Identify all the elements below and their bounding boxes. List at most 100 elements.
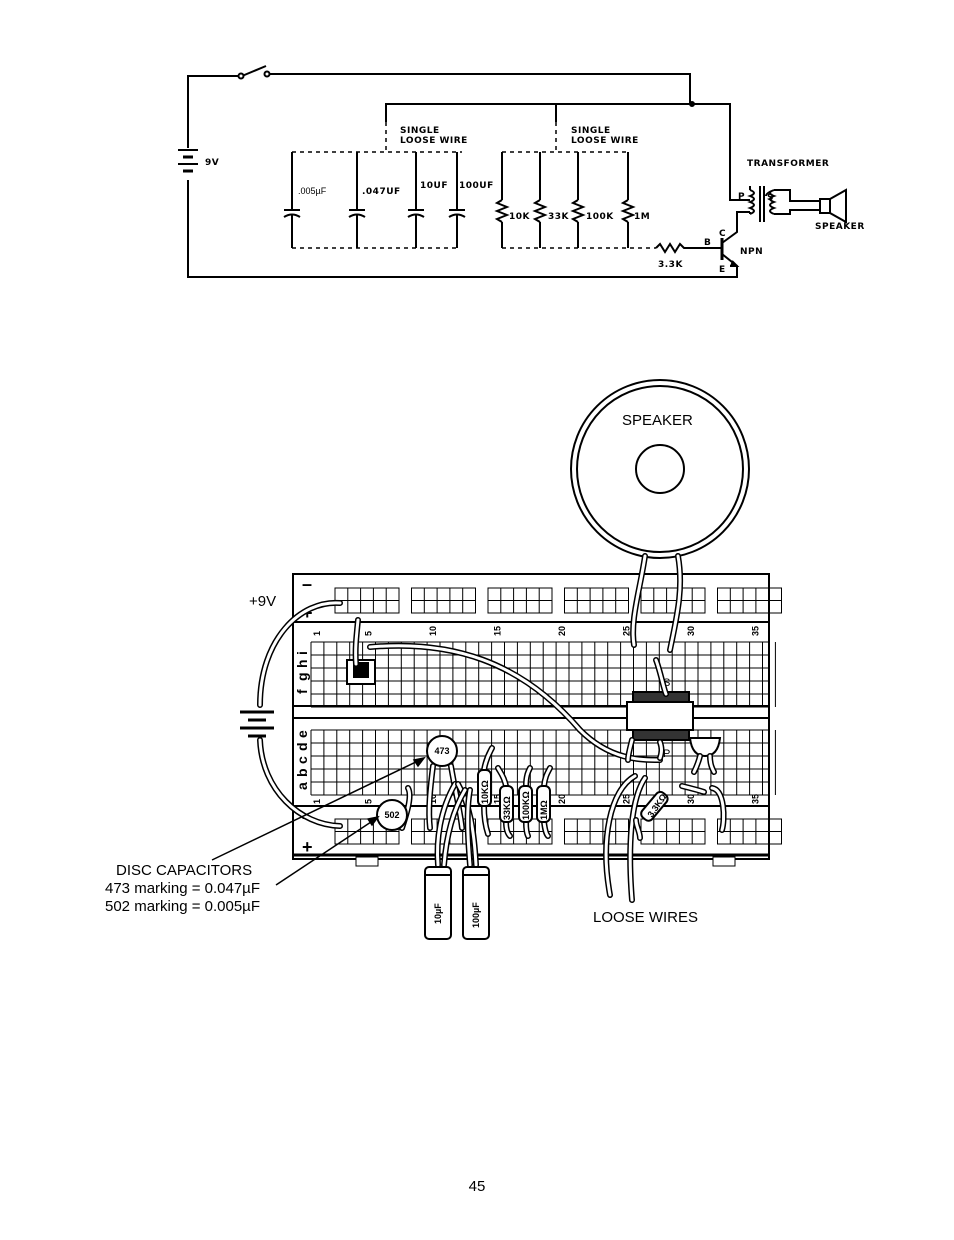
cap-005-label: .005µF	[298, 186, 327, 196]
base-resistor-symbol	[655, 242, 722, 254]
loose-wire-left-line1: SINGLE	[400, 126, 440, 136]
switch-contact-left	[237, 72, 245, 80]
transformer-primary-label: P	[738, 192, 745, 202]
column-number: 35	[751, 626, 761, 636]
resistor-drawings	[477, 769, 669, 823]
res-1m-board-label: 1MΩ	[539, 800, 549, 820]
pin-e-label: E	[719, 265, 726, 275]
res-33k-label: 33K	[548, 212, 570, 222]
switch-drawing	[346, 659, 376, 685]
column-number: 1	[312, 799, 322, 804]
speaker-schematic-label: SPEAKER	[815, 222, 865, 232]
loose-wire-right-line1: SINGLE	[571, 126, 611, 136]
row-letter: f	[294, 689, 310, 694]
disc-cap-502	[376, 799, 408, 831]
transformer-drawing	[626, 691, 694, 741]
npn-transistor-symbol	[720, 211, 750, 277]
battery-label: 9V	[205, 158, 219, 168]
loose-wire-left-line2: LOOSE WIRE	[400, 136, 468, 146]
plus9v-label: +9V	[249, 593, 276, 610]
disc-cap-473	[426, 735, 458, 767]
column-number: 15	[493, 626, 503, 636]
base-resistor-label: 3.3K	[658, 260, 683, 270]
disc-note-line2: 473 marking = 0.047µF	[105, 880, 260, 897]
electrolytic-drawings	[424, 866, 490, 940]
loose-wires-label: LOOSE WIRES	[593, 909, 698, 926]
cap-005	[283, 152, 301, 248]
transistor-drawing	[688, 737, 722, 758]
bottom-rail-plus-label: +	[302, 837, 313, 857]
row-letter: b	[294, 768, 310, 777]
res-100k	[570, 152, 586, 248]
page-number: 45	[468, 1178, 486, 1195]
row-letter: i	[294, 651, 310, 655]
row-letter: h	[294, 659, 310, 668]
pin-b-label: B	[704, 238, 711, 248]
row-letter: d	[294, 742, 310, 751]
disc-note-line1: DISC CAPACITORS	[116, 862, 252, 879]
column-number: 30	[686, 794, 696, 804]
speaker-drawing	[570, 379, 750, 559]
disc-cap-502-label: 502	[384, 810, 399, 820]
res-1m-label: 1M	[634, 212, 650, 222]
npn-label: NPN	[740, 247, 763, 257]
speaker-label: SPEAKER	[622, 412, 693, 429]
column-number: 5	[364, 799, 374, 804]
transformer-secondary-label: S	[767, 193, 774, 203]
column-number: 20	[557, 626, 567, 636]
transformer-p-label: P	[663, 748, 670, 760]
column-number: 25	[622, 794, 632, 804]
loose-wire-right-line2: LOOSE WIRE	[571, 136, 639, 146]
cap-047-label: .047UF	[362, 187, 401, 197]
res-100k-label: 100K	[586, 212, 614, 222]
pin-c-label: C	[719, 229, 726, 239]
schematic-labels: 9V SINGLE LOOSE WIRE SINGLE LOOSE WIRE .…	[205, 126, 865, 275]
switch-lever	[241, 65, 267, 77]
transformer-symbol	[747, 186, 820, 222]
res-33k-board-label: 33KΩ	[502, 796, 512, 820]
column-number: 10	[428, 794, 438, 804]
row-letter: a	[294, 782, 310, 790]
cap-10uf-board-label: 10µF	[433, 903, 443, 924]
cap-10uf-label: 10UF	[420, 181, 448, 191]
column-number: 30	[686, 626, 696, 636]
disc-cap-473-label: 473	[434, 746, 449, 756]
column-number: 5	[364, 631, 374, 636]
note-pointers	[211, 756, 426, 886]
wire-bottom	[187, 180, 738, 278]
res-10k-board-label: 10KΩ	[480, 780, 490, 804]
cap-047	[348, 152, 366, 248]
row-letter: e	[294, 730, 310, 738]
schematic	[178, 65, 847, 278]
switch-contact-right	[263, 70, 271, 78]
column-number: 20	[557, 794, 567, 804]
breadboard	[292, 573, 782, 867]
res-10k-label: 10K	[509, 212, 531, 222]
res-33k	[532, 152, 548, 248]
wire-top-left	[187, 75, 240, 148]
wire-top-right	[270, 73, 691, 104]
cap-100uf-label: 100UF	[459, 181, 494, 191]
cap-100uf-board-label: 100µF	[471, 902, 481, 928]
column-number: 1	[312, 631, 322, 636]
res-10k	[494, 152, 510, 248]
res-1m	[620, 152, 636, 248]
transformer-label: TRANSFORMER	[747, 159, 829, 169]
row-letter: c	[294, 756, 310, 764]
cap-100uf	[448, 152, 466, 248]
battery-symbol	[178, 149, 198, 173]
transformer-s-label: S	[663, 677, 670, 689]
column-number: 35	[751, 794, 761, 804]
disc-note-line3: 502 marking = 0.005µF	[105, 898, 260, 915]
cap-10uf	[407, 152, 425, 248]
speaker-symbol	[819, 188, 847, 224]
wires	[257, 553, 727, 903]
res-100k-board-label: 100KΩ	[521, 791, 531, 820]
battery-drawing	[240, 710, 274, 738]
